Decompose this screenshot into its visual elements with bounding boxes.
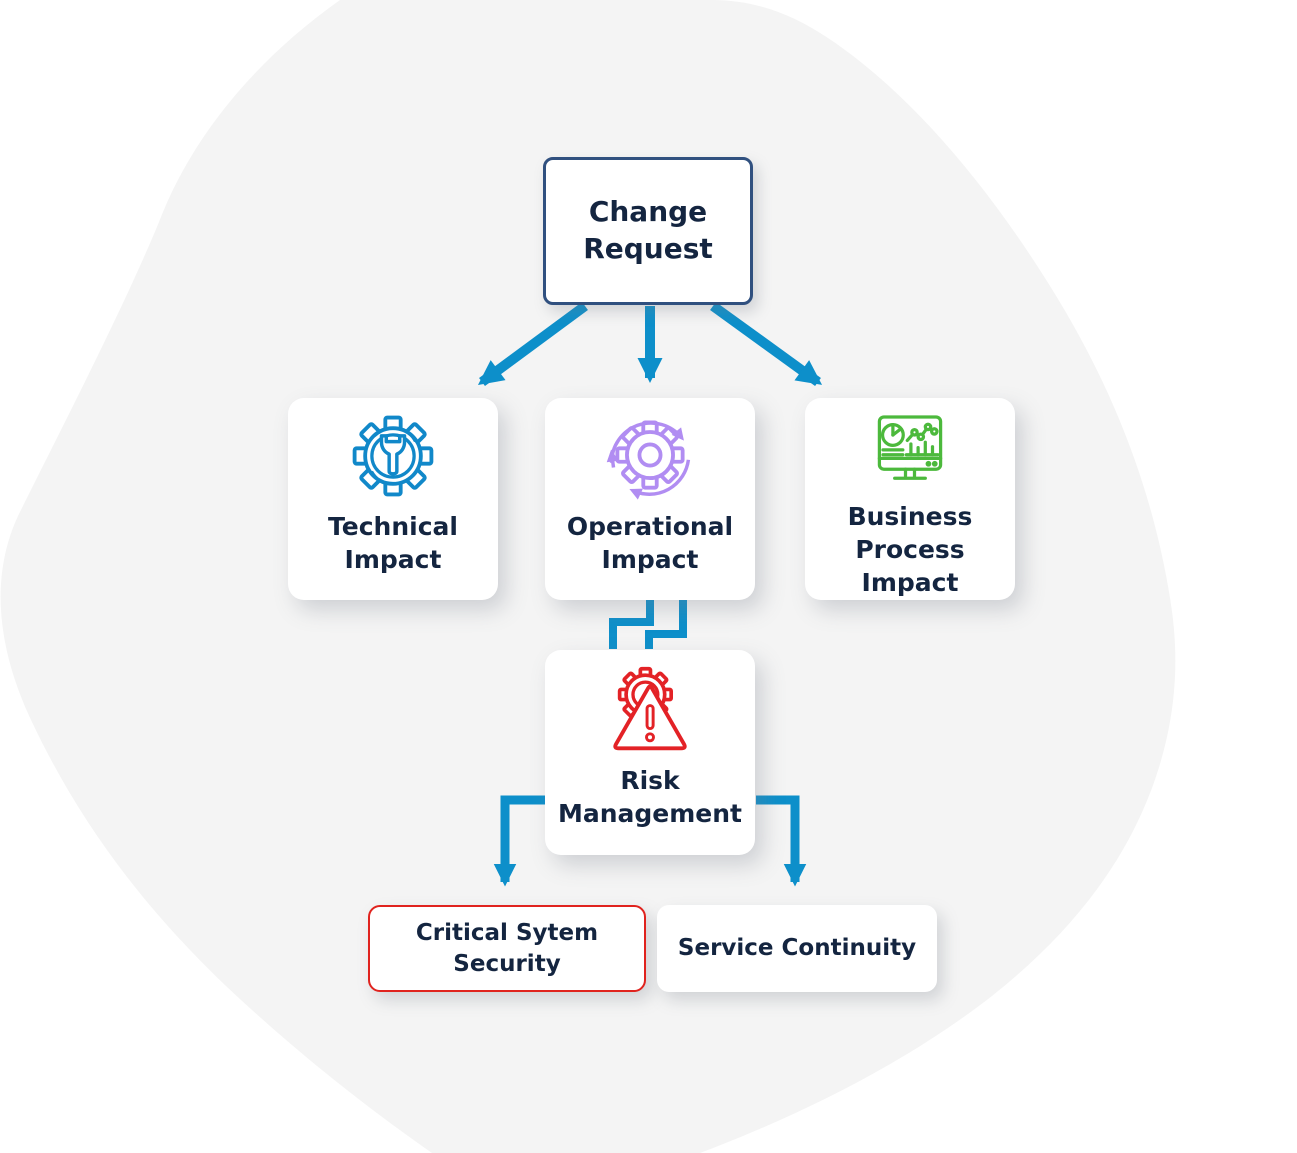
node-technical-impact: Technical Impact (288, 398, 498, 600)
arrow-risk-to-service (756, 795, 807, 887)
node-change-request: Change Request (543, 157, 753, 305)
technical-impact-label: Technical Impact (328, 512, 458, 574)
arrow-change-to-business (710, 301, 823, 387)
step-connector-operational-to-risk-left (609, 599, 654, 649)
operational-impact-label: Operational Impact (566, 512, 734, 574)
node-risk-management: Risk Management (545, 650, 755, 855)
analytics-monitor-icon (877, 415, 943, 480)
business-process-impact-label: Business Process Impact (847, 502, 973, 597)
risk-management-label: Risk Management (557, 766, 743, 828)
arrow-change-to-technical (477, 301, 588, 387)
gear-sync-icon (606, 420, 691, 500)
node-operational-impact: Operational Impact (545, 398, 755, 600)
alert-gear-icon (613, 666, 687, 751)
gear-wrench-icon (352, 415, 434, 497)
service-continuity-label: Service Continuity (677, 935, 917, 962)
step-connector-operational-to-risk-right (645, 599, 687, 649)
node-critical-system-security: Critical Sytem Security (368, 905, 646, 992)
arrow-risk-to-critical (493, 795, 546, 887)
critical-system-security-label: Critical Sytem Security (415, 920, 599, 977)
node-service-continuity: Service Continuity (657, 905, 937, 992)
node-business-process-impact: Business Process Impact (805, 398, 1015, 600)
change-request-label: Change Request (583, 195, 713, 265)
